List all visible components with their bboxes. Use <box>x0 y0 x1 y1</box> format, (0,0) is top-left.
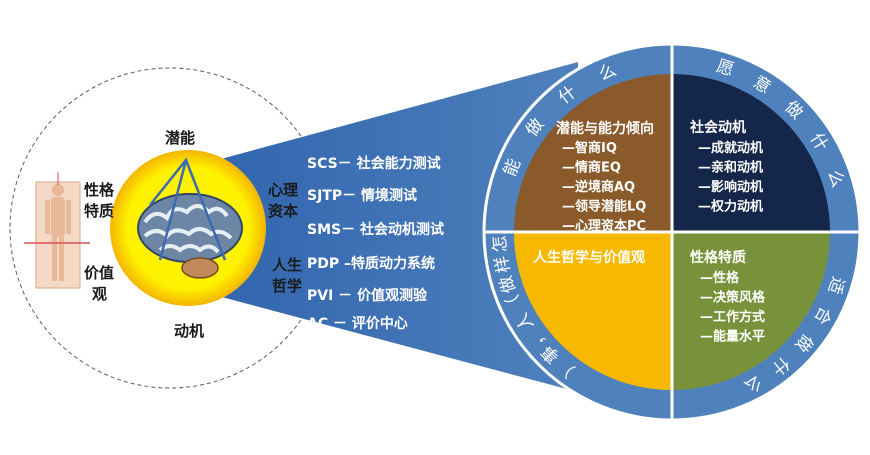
quadrant-potential-items: —智商IQ —情商EQ —逆境商AQ —领导潜能LQ —心理资本PC <box>562 140 646 234</box>
quadrant-potential-title: 潜能与能力倾向 <box>556 120 654 137</box>
tool-item: SCS－ 社会能力测试 <box>307 155 441 172</box>
label-philosophy-2: 哲学 <box>272 277 302 295</box>
label-values-1: 价值 <box>84 264 114 282</box>
tool-item: PDP –特质动力系统 <box>307 255 435 272</box>
connector-beam <box>188 62 578 392</box>
quadrant-item: —智商IQ <box>562 140 617 156</box>
quadrant-motivation-items: —成就动机 —亲和动机 —影响动机 —权力动机 <box>698 140 763 215</box>
ring-char: 样 <box>492 254 515 274</box>
tool-item: SJTP－ 情境测试 <box>307 187 417 204</box>
quadrant-item: —逆境商AQ <box>562 179 635 195</box>
label-personality-2: 特质 <box>84 202 114 220</box>
human-figure-icon <box>24 172 90 289</box>
quadrant-item: —决策风格 <box>700 290 766 306</box>
quadrant-values-title: 人生哲学与价值观 <box>533 249 645 266</box>
tool-item: SMS－ 社会动机测试 <box>307 221 444 238</box>
quadrant-personality-title: 性格特质 <box>690 249 746 266</box>
ring-char: 么 <box>823 168 847 190</box>
quadrant-item: —工作方式 <box>700 309 765 325</box>
quadrant-personality <box>672 232 830 390</box>
quadrant-personality-items: —性格 —决策风格 —工作方式 —能量水平 <box>700 270 766 345</box>
ring-char: 适 <box>823 274 847 296</box>
ring-char: 么 <box>596 60 619 85</box>
label-philosophy-1: 人生 <box>272 256 302 274</box>
ring-char: 怎 <box>490 235 511 253</box>
quadrant-item: —成就动机 <box>698 140 763 156</box>
label-personality-1: 性格 <box>84 181 115 199</box>
quadrant-item: —权力动机 <box>698 199 763 215</box>
quadrant-values <box>514 232 672 390</box>
ring-char: 做 <box>496 273 520 295</box>
label-psych-capital-1: 心理 <box>268 181 298 199</box>
label-values-2: 观 <box>92 285 107 303</box>
label-psych-capital-2: 资本 <box>268 202 298 220</box>
tool-item: PVI － 价值观测验 <box>307 287 428 304</box>
quadrant-motivation-title: 社会动机 <box>689 119 746 136</box>
quadrant-motivation <box>672 74 830 232</box>
quadrant-item: —亲和动机 <box>698 160 763 176</box>
brain-icon <box>137 157 243 279</box>
ring-char: 愿 <box>714 56 736 80</box>
quadrant-item: —情商EQ <box>562 160 621 176</box>
label-motivation: 动机 <box>174 322 204 340</box>
quadrant-item: —领导潜能LQ <box>562 199 646 215</box>
quadrant-item: —能量水平 <box>700 329 765 345</box>
ring-char: 能 <box>500 156 525 179</box>
ring-char: （ <box>503 292 528 316</box>
tool-list: SCS－ 社会能力测试 SJTP－ 情境测试 SMS－ 社会动机测试 PDP –特质动… <box>307 155 444 332</box>
quadrant-potential <box>514 74 672 232</box>
label-potential: 潜能 <box>165 129 195 147</box>
tool-item: AC － 评价中心 <box>307 315 408 332</box>
quadrant-item: —影响动机 <box>698 179 763 195</box>
quadrant-item: —性格 <box>700 270 740 286</box>
quadrant-item: —心理资本PC <box>562 218 646 234</box>
